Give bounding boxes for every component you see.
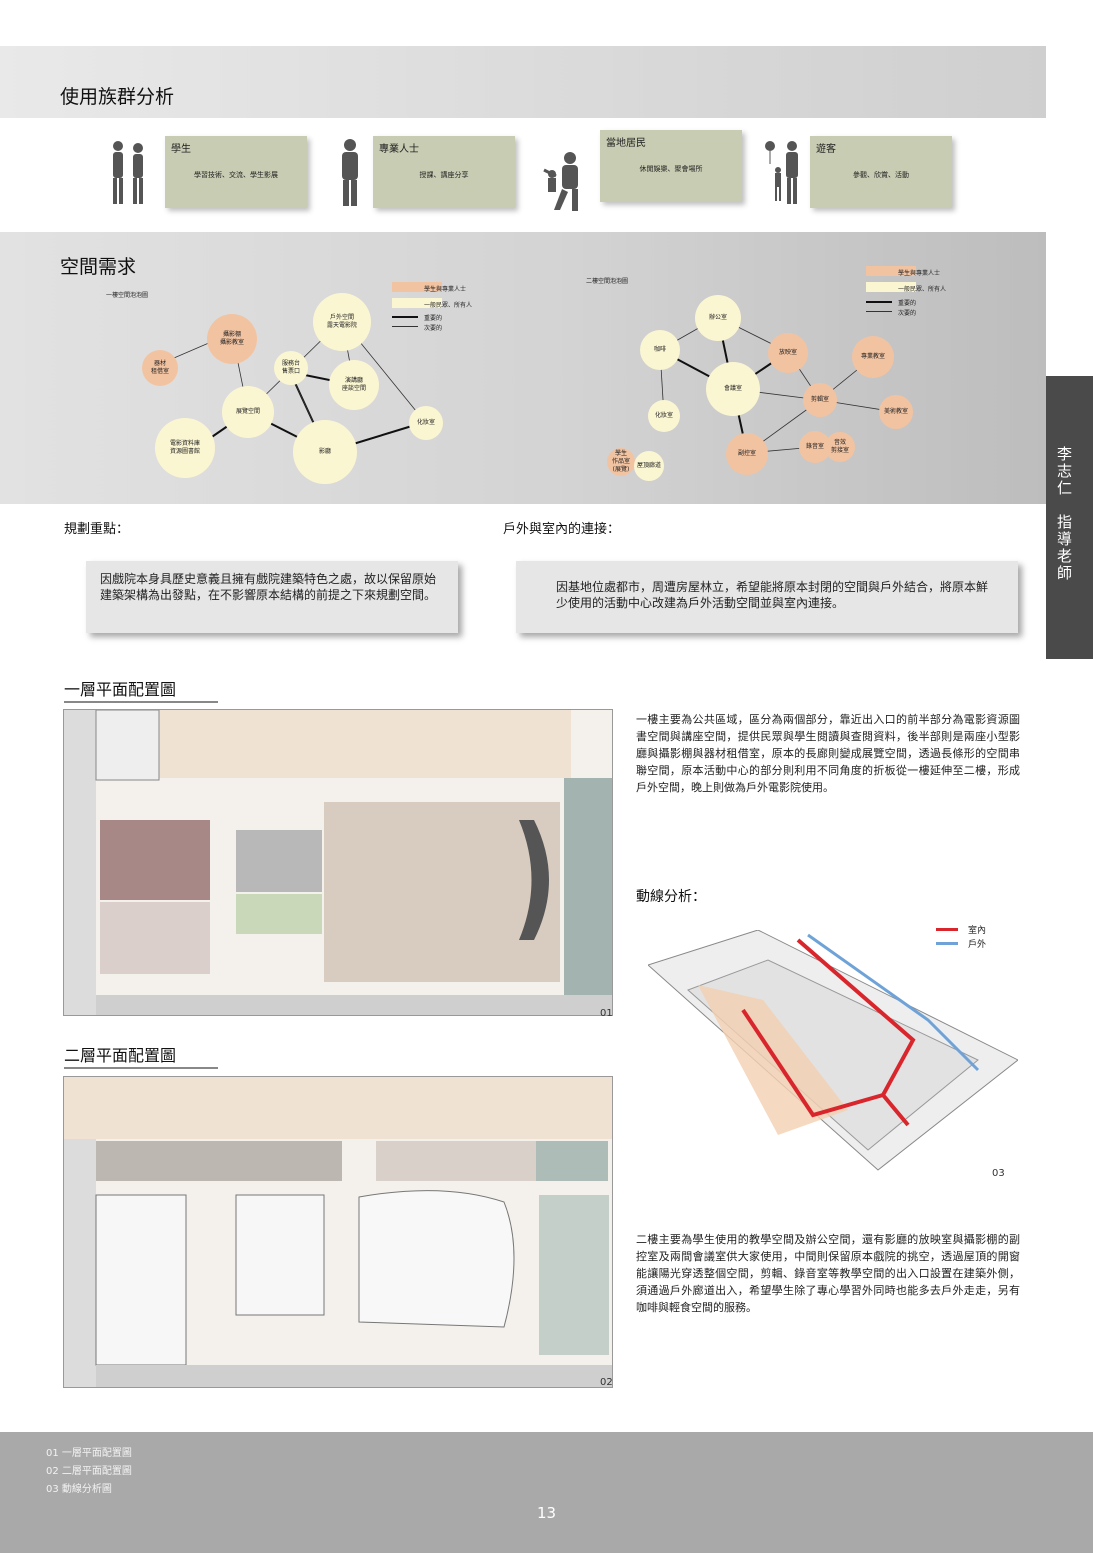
bubble-exhibition: 展覽空間 — [222, 386, 274, 438]
legend-strong-2: 重要的 — [898, 300, 917, 307]
legend-public: 一般民眾、所有人 — [424, 302, 473, 309]
bubble-art-classroom: 美術教室 — [879, 395, 913, 429]
section-title-space: 空間需求 — [60, 256, 137, 278]
group-title: 專業人士 — [379, 144, 419, 155]
residents-silhouette-icon — [543, 152, 578, 211]
legend-swatch-pro-2 — [866, 266, 916, 276]
bubble-title-floor2: 二樓空間泡泡圖 — [586, 278, 629, 285]
bubble-sound-editing: 音效 剪接室 — [825, 432, 855, 462]
floor-plan-2 — [63, 1076, 613, 1388]
legend-swatch-pro — [392, 282, 442, 292]
legend-line-strong-2 — [866, 301, 892, 303]
advisor-tab: 李志仁 指導老師 — [1046, 376, 1093, 659]
bubble-ticket-desk: 服務台 售票口 — [274, 351, 308, 385]
bubble-cafe: 咖啡 — [640, 330, 680, 370]
group-card-professionals: 專業人士授課、講座分享 — [373, 136, 515, 208]
legend-indoor-line — [936, 928, 958, 931]
flow-number: 03 — [992, 1168, 1005, 1179]
footer: 01 一層平面配置圖 02 二層平面配置圖 03 動線分析圖 13 — [0, 1432, 1093, 1553]
group-card-residents: 當地居民休閒娛樂、聚會場所 — [600, 130, 742, 202]
group-desc: 授課、講座分享 — [419, 171, 469, 179]
legend-weak-2: 次要的 — [898, 310, 917, 317]
bubble-meeting: 會議室 — [706, 362, 760, 416]
group-title: 當地居民 — [606, 138, 646, 149]
bubble-sub-control: 副控室 — [726, 433, 768, 475]
group-title: 遊客 — [816, 144, 836, 155]
planning-note-box: 因戲院本身具歷史意義且擁有戲院建築特色之處，故以保留原始建築架構為出發點，在不影… — [86, 561, 458, 633]
bubble-studio: 攝影棚 攝影教室 — [207, 314, 257, 364]
legend-outdoor: 戶外 — [968, 940, 987, 950]
advisor-text: 李志仁 指導老師 — [1055, 446, 1073, 582]
bubble-film-library: 電影資料庫 資源圖書館 — [155, 418, 215, 478]
bubble-cinema-hall: 影廳 — [293, 420, 357, 484]
legend-strong: 重要的 — [424, 315, 443, 322]
bubble-roof-corridor: 屋頂廊道 — [634, 451, 664, 481]
planning-note-text: 因戲院本身具歷史意義且擁有戲院建築特色之處，故以保留原始建築架構為出發點，在不影… — [100, 572, 437, 602]
bubble-office: 辦公室 — [695, 295, 741, 341]
link-title: 戶外與室內的連接： — [503, 522, 621, 537]
plan2-title: 二層平面配置圖 — [64, 1042, 218, 1069]
legend-outdoor-line — [936, 942, 958, 945]
legend-line-weak — [392, 326, 418, 327]
professional-silhouette-icon — [342, 139, 358, 206]
legend-line-weak-2 — [866, 311, 892, 312]
bubble-lecture-hall: 演講廳 座談空間 — [329, 360, 379, 410]
section-title-groups: 使用族群分析 — [60, 86, 175, 108]
group-desc: 休閒娛樂、聚會場所 — [639, 165, 703, 173]
bubble-equipment-rental: 器材 租借室 — [142, 350, 178, 386]
link-note-box: 因基地位處都市，周遭房屋林立，希望能將原本封閉的空間與戶外結合，將原本鮮少使用的… — [516, 561, 1018, 633]
floor-plan-1 — [63, 709, 613, 1016]
bubble-student-works: 學生 作品室 (展覽) — [607, 448, 635, 476]
tourists-silhouette-icon — [765, 141, 798, 204]
legend-weak: 次要的 — [424, 325, 443, 332]
legend-swatch-public — [392, 298, 442, 308]
bubble-outdoor-cinema: 戶外空間 露天電影院 — [313, 293, 371, 351]
plan2-number: 02 — [600, 1377, 613, 1388]
caption-2: 02 二層平面配置圖 — [46, 1466, 132, 1477]
caption-3: 03 動線分析圖 — [46, 1484, 112, 1495]
legend-swatch-public-2 — [866, 282, 916, 292]
group-title: 學生 — [171, 144, 191, 155]
link-note-text: 因基地位處都市，周遭房屋林立，希望能將原本封閉的空間與戶外結合，將原本鮮少使用的… — [556, 580, 989, 610]
legend-public-2: 一般民眾、所有人 — [898, 286, 947, 293]
group-desc: 參觀、欣賞、活動 — [853, 171, 909, 179]
floor2-description: 二樓主要為學生使用的教學空間及辦公空間，還有影廳的放映室與攝影棚的副控室及兩間會… — [636, 1233, 1020, 1314]
caption-1: 01 一層平面配置圖 — [46, 1448, 132, 1459]
header-band-1 — [0, 46, 1046, 118]
bubble-projection: 放映室 — [768, 333, 808, 373]
legend-pro-2: 學生與專業人士 — [898, 270, 941, 277]
legend-indoor: 室內 — [968, 926, 987, 936]
plan1-title: 一層平面配置圖 — [64, 676, 218, 703]
students-silhouette-icon — [113, 141, 143, 204]
bubble-restroom-2f: 化妝室 — [648, 400, 680, 432]
flow-title: 動線分析： — [636, 889, 706, 905]
group-card-tourists: 遊客參觀、欣賞、活動 — [810, 136, 952, 208]
planning-title: 規劃重點： — [64, 522, 130, 537]
bubble-title-floor1: 一樓空間泡泡圖 — [106, 292, 149, 299]
page-number: 13 — [537, 1504, 557, 1522]
legend-pro: 學生與專業人士 — [424, 286, 467, 293]
circulation-diagram — [648, 930, 1018, 1171]
floor-plan-1-drawing — [64, 710, 612, 1015]
plan1-number: 01 — [600, 1008, 613, 1019]
legend-line-strong — [392, 316, 418, 318]
group-desc: 學習技術、交流、學生影展 — [194, 171, 278, 179]
group-card-students: 學生學習技術、交流、學生影展 — [165, 136, 307, 208]
bubble-editing: 剪輯室 — [803, 383, 837, 417]
bubble-pro-classroom: 專業教室 — [852, 336, 894, 378]
floor-plan-2-drawing — [64, 1077, 612, 1387]
floor1-description: 一樓主要為公共區域，區分為兩個部分，靠近出入口的前半部分為電影資源圖書空間與講座… — [636, 713, 1020, 794]
bubble-restroom-1f: 化妝室 — [409, 406, 443, 440]
